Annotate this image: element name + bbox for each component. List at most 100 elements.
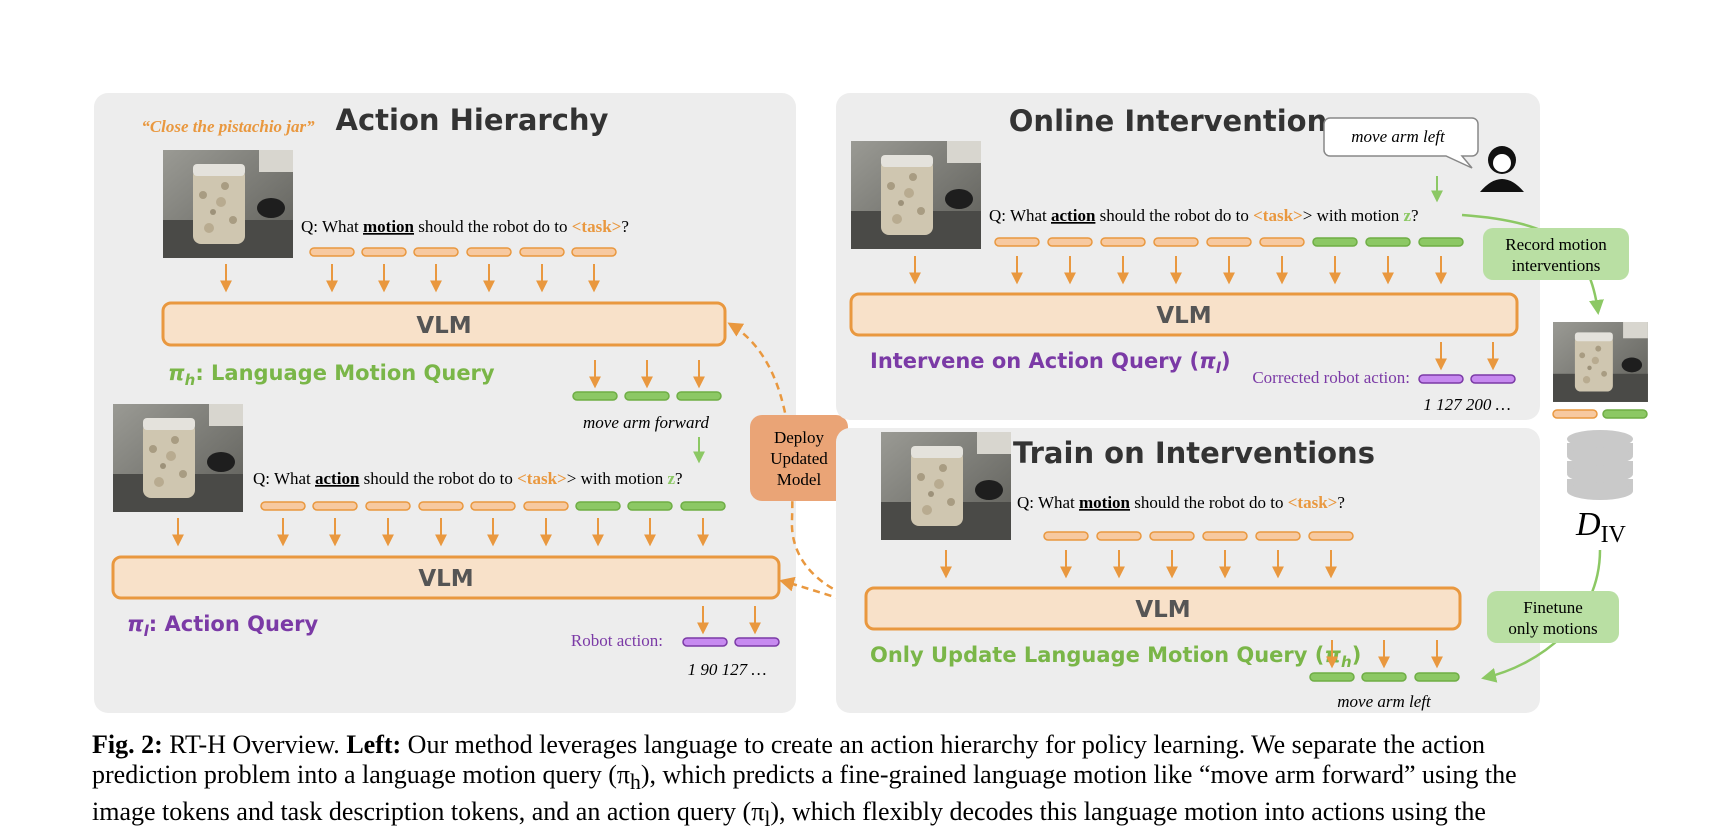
caption-text-1: Our method leverages language to create … [401, 730, 1486, 759]
arrows-out-vlm3 [1435, 342, 1499, 371]
train-panel [836, 428, 1540, 713]
motion-token [680, 501, 726, 511]
text-token [312, 501, 358, 511]
text-token [1153, 237, 1199, 247]
record-line-2: interventions [1512, 256, 1601, 275]
caption-text-2: prediction problem into a language motio… [92, 760, 631, 789]
vlm-label: VLM [1156, 303, 1211, 329]
figure-caption: Fig. 2: RT-H Overview. Left: Our method … [92, 730, 1634, 834]
text-token [1259, 237, 1305, 247]
text-token [418, 501, 464, 511]
train-panel-title: Train on Interventions [1013, 436, 1375, 470]
dataset-sample [1552, 322, 1648, 419]
text-token [1202, 531, 1248, 541]
pi-l-label: πl: Action Query [127, 612, 319, 640]
question-train: Q: What motion should the robot do to <t… [1017, 493, 1345, 512]
caption-title: RT-H Overview. [162, 730, 347, 759]
tokens-row-q1 [309, 247, 617, 257]
intervene-label: Intervene on Action Query (πl) [870, 349, 1231, 377]
motion-tokens-out [572, 391, 722, 401]
text-token [519, 247, 565, 257]
robot-camera-image-1 [163, 150, 293, 258]
text-token [1100, 237, 1146, 247]
record-motion-box [1483, 228, 1629, 280]
motion-token [627, 501, 673, 511]
robot-camera-image-2 [113, 404, 243, 512]
vlm-label: VLM [418, 566, 473, 592]
train-motion-output: move arm left [1337, 692, 1432, 711]
motion-output-text: move arm forward [583, 413, 709, 432]
text-token [413, 247, 459, 257]
speech-text: move arm left [1351, 127, 1446, 146]
caption-text-3: image tokens and task description tokens… [92, 797, 765, 827]
text-token [994, 237, 1040, 247]
question-action-query: Q: What action should the robot do to <t… [253, 469, 683, 488]
motion-token [676, 391, 722, 401]
finetune-line-1: Finetune [1523, 598, 1583, 617]
text-token [1255, 531, 1301, 541]
text-token [361, 247, 407, 257]
database-icon [1567, 430, 1633, 500]
vlm-box-online [849, 292, 1519, 337]
question-online: Q: What action should the robot do to <t… [989, 206, 1419, 225]
caption-fig-label: Fig. 2: [92, 730, 163, 759]
figure-diagram: Action Hierarchy “Close the pistachio ja… [94, 93, 1648, 713]
text-token [1149, 531, 1195, 541]
corrected-action-label: Corrected robot action: [1252, 368, 1410, 387]
deploy-line-3: Model [777, 470, 822, 489]
text-token [1552, 409, 1598, 419]
online-intervention-panel [836, 93, 1540, 420]
tokens-row-online [994, 237, 1464, 247]
vlm-box-train [864, 586, 1462, 631]
question-motion-query: Q: What motion should the robot do to <t… [301, 217, 629, 236]
vlm-label: VLM [416, 313, 471, 339]
arrows-into-vlm3 [909, 256, 1447, 285]
human-operator-icon [1480, 146, 1524, 192]
online-panel-title: Online Intervention [1009, 104, 1327, 138]
action-token [734, 637, 780, 647]
vlm-box-action [111, 555, 781, 600]
text-token [470, 501, 516, 511]
tokens-row-q2 [260, 501, 726, 511]
robot-action-values: 1 90 127 … [688, 660, 767, 679]
motion-token [1312, 237, 1358, 247]
finetune-box [1487, 591, 1619, 643]
tokens-row-train [1043, 531, 1354, 541]
action-token [1418, 374, 1464, 384]
robot-camera-image-3 [851, 141, 981, 249]
motion-token [1361, 672, 1407, 682]
vlm-box-motion [161, 301, 727, 347]
arrows-out-vlm2 [697, 606, 761, 635]
text-token [1308, 531, 1354, 541]
text-token [1047, 237, 1093, 247]
dataset-image [1553, 322, 1648, 402]
action-token [682, 637, 728, 647]
corrected-action-values: 1 127 200 … [1423, 395, 1510, 414]
update-label: Only Update Language Motion Query (πh) [870, 643, 1361, 671]
motion-token [1602, 409, 1648, 419]
deploy-line-2: Updated [770, 449, 828, 468]
deploy-updated-model-box [750, 415, 848, 501]
arrows-into-vlm2 [172, 518, 709, 547]
caption-line-3: image tokens and task description tokens… [92, 797, 1634, 834]
task-quote: “Close the pistachio jar” [141, 117, 315, 136]
text-token [309, 247, 355, 257]
motion-token [1414, 672, 1460, 682]
motion-token [572, 391, 618, 401]
text-token [466, 247, 512, 257]
arrows-out-vlm4 [1326, 640, 1443, 669]
dataset-label: DIV [1575, 506, 1627, 548]
text-token [523, 501, 569, 511]
robot-camera-image-4 [881, 432, 1011, 540]
text-token [1096, 531, 1142, 541]
action-token [1470, 374, 1516, 384]
record-line-1: Record motion [1505, 235, 1607, 254]
pi-h-label: πh: Language Motion Query [168, 361, 495, 389]
caption-text-2b: ), which predicts a fine-grained languag… [640, 760, 1517, 789]
vlm-label: VLM [1135, 597, 1190, 623]
deploy-arrow-upper [727, 322, 867, 604]
speech-bubble [1323, 117, 1479, 169]
motion-token [1365, 237, 1411, 247]
motion-token [624, 391, 670, 401]
arrows-into-vlm4 [940, 550, 1337, 579]
